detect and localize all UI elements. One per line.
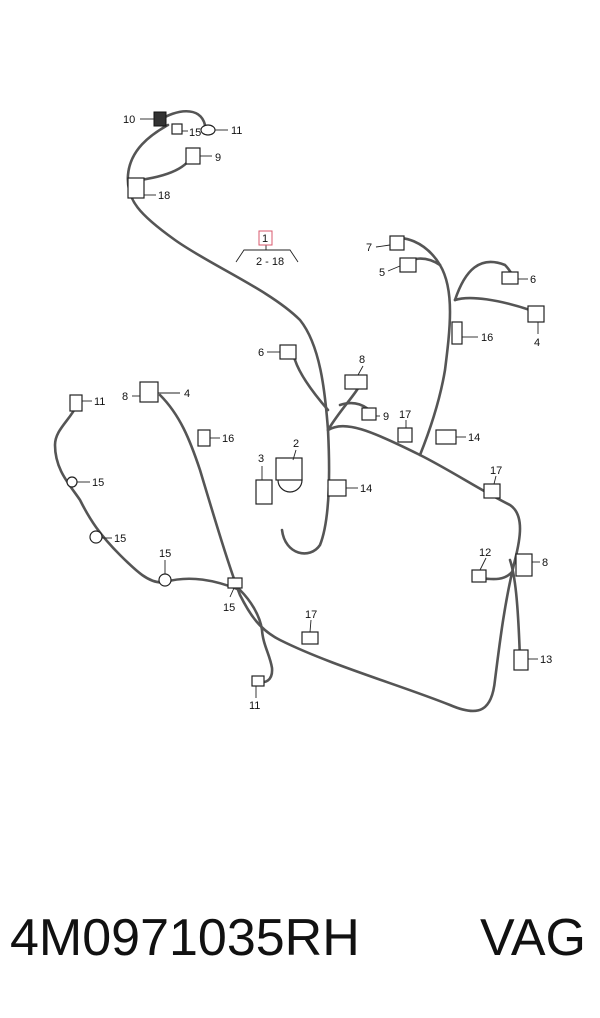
label-15-b: 15 [114,533,126,545]
label-17-bottom: 17 [305,609,317,621]
label-11-left: 11 [94,396,105,408]
harness-wires [53,110,532,713]
label-9: 9 [215,152,221,164]
label-15-c: 15 [159,548,171,560]
part-number: 4M0971035RH [10,909,360,967]
main-label: 1 [262,233,268,245]
brand-name: VAG [480,909,586,967]
main-label-box [258,230,273,246]
label-6-right: 6 [530,274,536,286]
label-17-right: 17 [490,465,502,477]
callout-labels: 1 2 - 18 10 15 11 9 18 7 5 6 16 4 6 8 9 … [92,114,552,712]
label-11: 11 [231,125,242,137]
label-16-right: 16 [481,332,493,344]
label-17-center: 17 [399,409,411,421]
label-13: 13 [540,654,552,666]
leader-lines [77,118,540,698]
label-6-center: 6 [258,347,264,359]
label-16-left: 16 [222,433,234,445]
label-8-left: 8 [122,391,128,403]
label-3: 3 [258,453,264,465]
range-label: 2 - 18 [256,256,284,268]
label-4-right: 4 [534,337,540,349]
label-14-center: 14 [360,483,372,495]
label-11-bottom: 11 [249,700,260,712]
label-2: 2 [293,438,299,450]
label-10: 10 [123,114,135,126]
label-15-a: 15 [92,477,104,489]
label-15-d: 15 [223,602,235,614]
label-18: 18 [158,190,170,202]
wiring-harness-diagram: 1 2 - 18 10 15 11 9 18 7 5 6 16 4 6 8 9 … [53,110,552,713]
label-8-right: 8 [542,557,548,569]
label-4-left: 4 [184,388,190,400]
footer-caption: 4M0971035RH VAG [0,890,600,990]
label-14-right: 14 [468,432,480,444]
label-5: 5 [379,267,385,279]
label-15: 15 [189,127,201,139]
connectors [66,111,545,687]
label-8-center: 8 [359,354,365,366]
label-9-center: 9 [383,411,389,423]
label-7: 7 [366,242,372,254]
label-12: 12 [479,547,491,559]
